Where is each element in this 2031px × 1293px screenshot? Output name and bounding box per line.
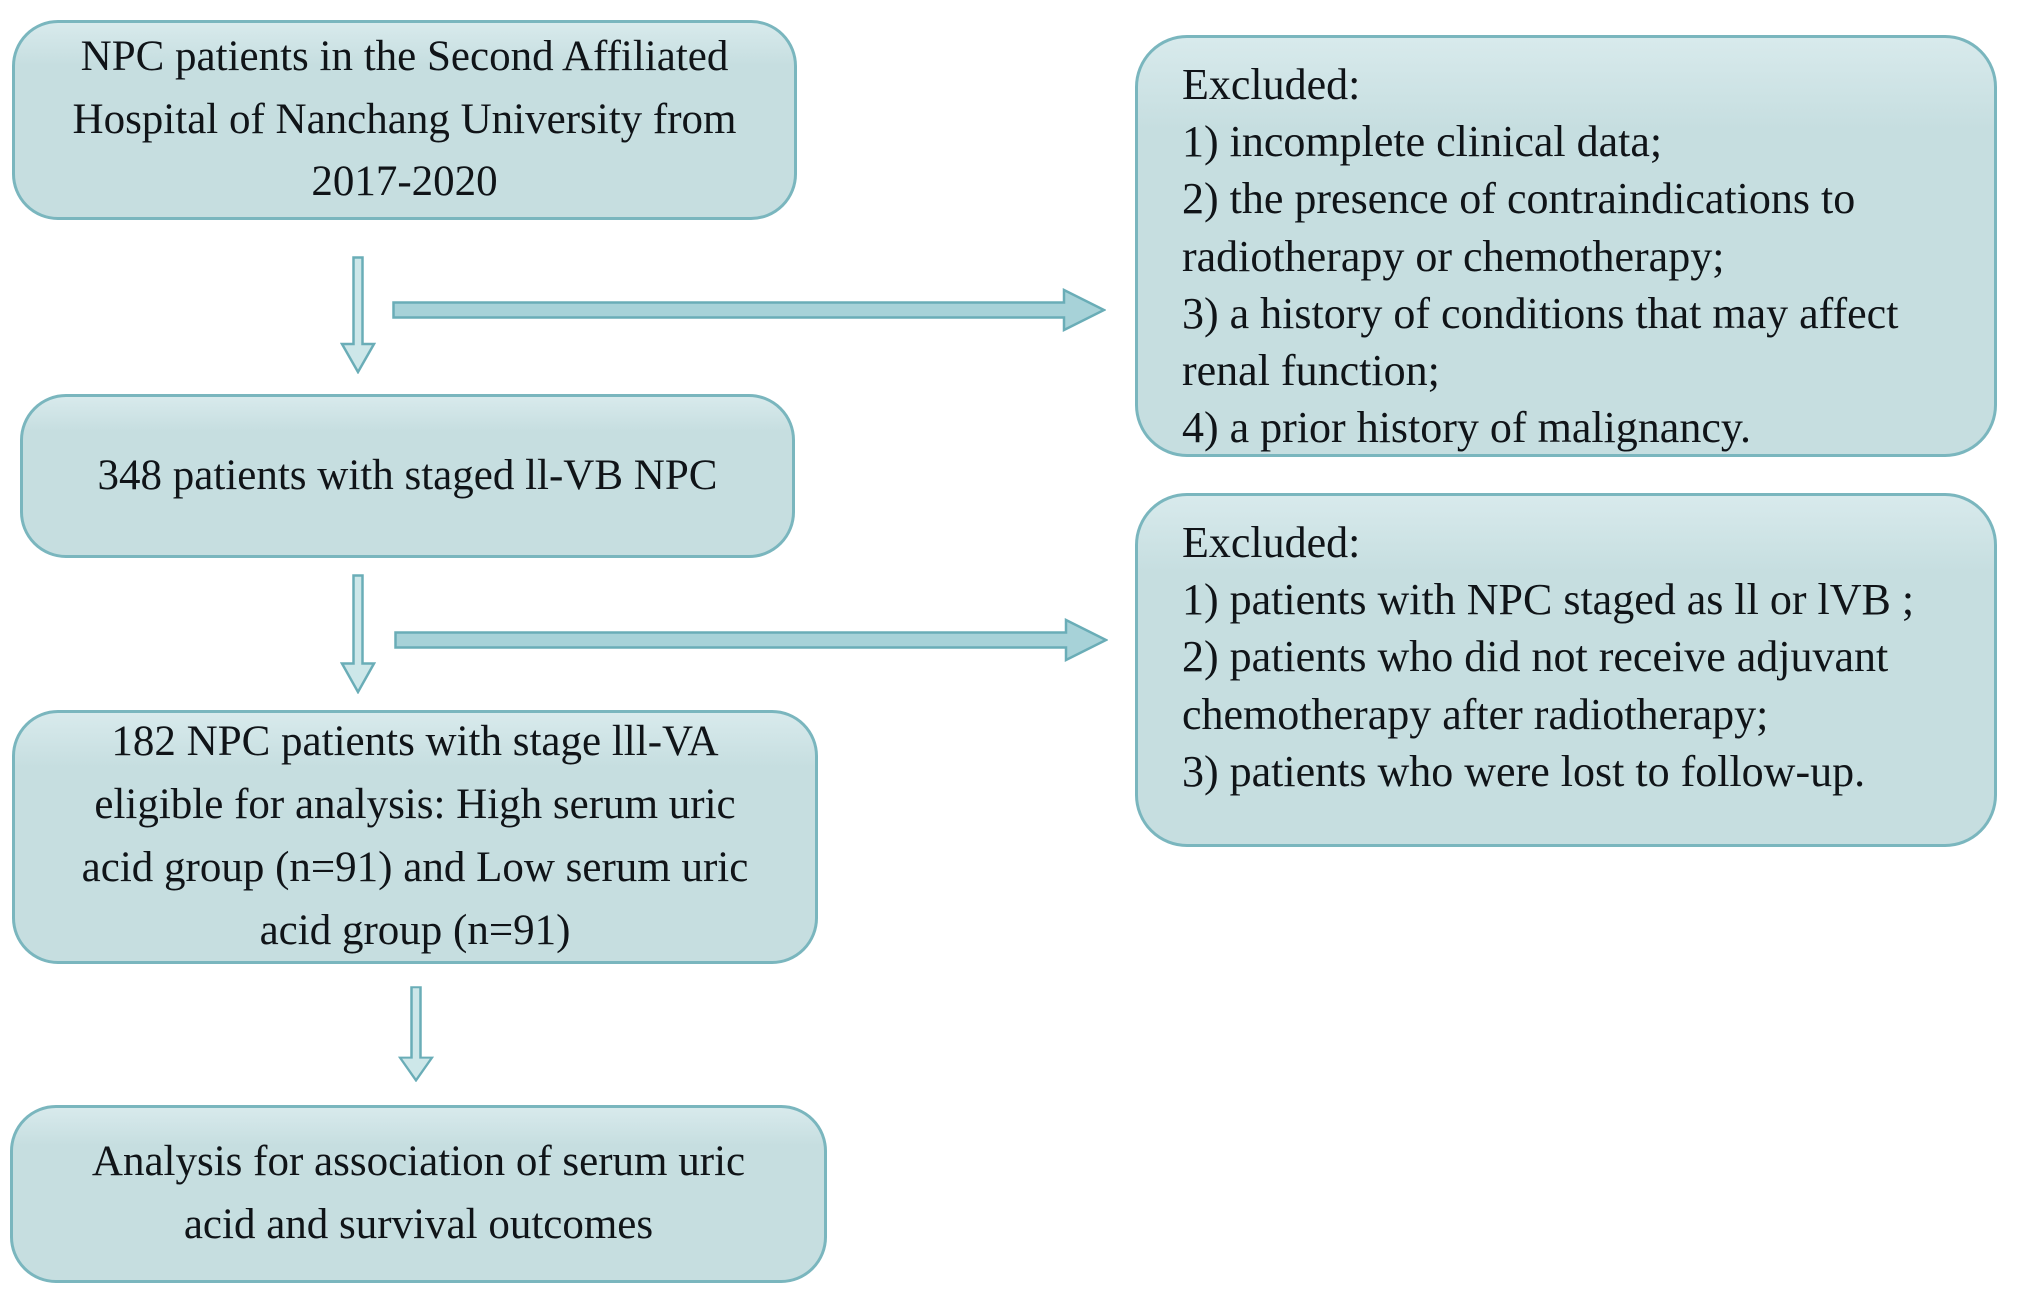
arrow-down-1-svg <box>340 256 376 374</box>
arrow-down-1-icon <box>340 256 376 374</box>
box-npc-source: NPC patients in the Second Affiliated Ho… <box>12 20 797 220</box>
arrow-down-3-icon <box>398 986 434 1082</box>
excluded-1-heading: Excluded: <box>1182 60 1361 109</box>
arrow-right-2-icon <box>394 618 1108 662</box>
box-staged-348-text: 348 patients with staged ll-VB NPC <box>97 451 718 499</box>
box-staged-348: 348 patients with staged ll-VB NPC <box>20 394 795 558</box>
arrow-down-2-icon <box>340 574 376 694</box>
exclusion-item: 1) patients with NPC staged as ll or lVB… <box>1182 575 1915 625</box>
box-excluded-2-content: Excluded: 1) patients with NPC staged as… <box>1138 496 1994 800</box>
box-excluded-1-content: Excluded: 1) incomplete clinical data; 2… <box>1138 38 1994 456</box>
box-eligible-182-text: 182 NPC patients with stage lll-VA eligi… <box>81 718 749 954</box>
exclusion-item: 2) the presence of contraindications to … <box>1182 174 1856 281</box>
exclusion-item: 3) a history of conditions that may affe… <box>1182 288 1899 395</box>
box-npc-source-text: NPC patients in the Second Affiliated Ho… <box>72 32 737 206</box>
box-eligible-182: 182 NPC patients with stage lll-VA eligi… <box>12 710 818 964</box>
arrow-down-3-svg <box>398 986 434 1082</box>
exclusion-item: 3) patients who were lost to follow-up. <box>1182 746 1866 796</box>
arrow-down-2-svg <box>340 574 376 694</box>
excluded-2-heading: Excluded: <box>1182 518 1361 567</box>
box-excluded-2: Excluded: 1) patients with NPC staged as… <box>1135 493 1997 847</box>
arrow-right-2-svg <box>394 618 1108 662</box>
box-analysis: Analysis for association of serum uric a… <box>10 1105 827 1283</box>
arrow-right-1-svg <box>392 288 1106 332</box>
box-excluded-1: Excluded: 1) incomplete clinical data; 2… <box>1135 35 1997 457</box>
exclusion-item: 2) patients who did not receive adjuvant… <box>1182 632 1889 739</box>
exclusion-item: 4) a prior history of malignancy. <box>1182 403 1751 453</box>
box-analysis-text: Analysis for association of serum uric a… <box>91 1138 746 1248</box>
arrow-right-1-icon <box>392 288 1106 332</box>
exclusion-item: 1) incomplete clinical data; <box>1182 117 1663 167</box>
